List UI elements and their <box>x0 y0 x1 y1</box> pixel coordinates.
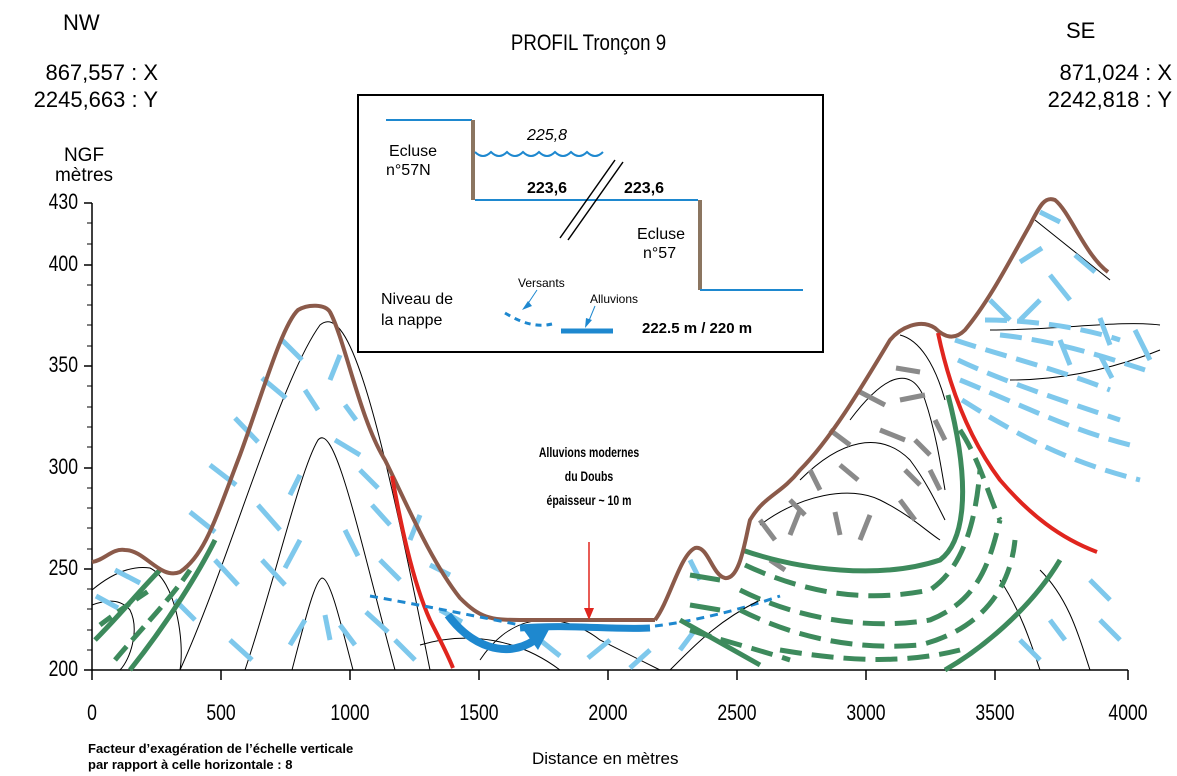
level-right-label: 223,6 <box>624 180 665 197</box>
nappe-dashed-right <box>654 594 781 628</box>
x-tick-3500: 3500 <box>975 700 1015 725</box>
left-fault-line <box>390 475 455 669</box>
nappe-values: 222.5 m / 220 m <box>642 320 753 337</box>
x-tick-3000: 3000 <box>846 700 886 725</box>
upper-water-level: 225,8 <box>527 127 568 144</box>
x-axis-label: Distance en mètres <box>532 749 679 768</box>
lock-left-label-line1: Ecluse <box>389 143 438 160</box>
se-x-coordinate: 871,024 : X <box>1059 60 1172 85</box>
y-tick-300: 300 <box>48 454 78 479</box>
x-tick-2500: 2500 <box>717 700 757 725</box>
nappe-dashed-left <box>369 594 521 627</box>
y-tick-400: 400 <box>48 251 78 276</box>
right-green-beds <box>678 394 1063 673</box>
alluvium-annotation-line1: Alluvions modernes <box>538 444 640 460</box>
y-axis <box>84 202 93 671</box>
y-tick-350: 350 <box>48 352 78 377</box>
right-hill-grey-beds <box>758 365 948 573</box>
legend-alluvions-label: Alluvions <box>590 292 639 306</box>
y-tick-250: 250 <box>48 555 78 580</box>
lock-left-label-line2: n°57N <box>386 162 431 179</box>
nw-x-coordinate: 867,557 : X <box>45 60 158 85</box>
legend-versants-label: Versants <box>518 276 565 290</box>
nappe-label-line1: Niveau de <box>381 291 454 308</box>
se-label: SE <box>1066 18 1096 43</box>
left-hill-surface <box>91 303 655 622</box>
flow-arrow <box>444 612 538 653</box>
x-tick-1000: 1000 <box>330 700 370 725</box>
x-tick-500: 500 <box>206 700 236 725</box>
nappe-label-line2: la nappe <box>381 312 443 329</box>
lock-right-label-line1: Ecluse <box>637 226 686 243</box>
alluvium-annotation-line2: du Doubs <box>564 468 614 484</box>
page-title: PROFIL Tronçon 9 <box>510 30 667 55</box>
y-axis-label-line1: NGF <box>63 145 105 166</box>
x-tick-1500: 1500 <box>459 700 499 725</box>
nw-label: NW <box>63 10 100 35</box>
se-y-coordinate: 2242,818 : Y <box>1047 87 1172 112</box>
right-fault-line <box>936 332 1098 554</box>
right-hill-blue-beds <box>988 209 1153 662</box>
nw-y-coordinate: 2245,663 : Y <box>33 87 158 112</box>
y-tick-200: 200 <box>48 656 78 681</box>
right-hill-surface <box>653 197 1110 622</box>
level-left-label: 223,6 <box>527 180 568 197</box>
y-tick-430: 430 <box>48 189 78 214</box>
x-tick-4000: 4000 <box>1108 700 1148 725</box>
pointer-arrowhead <box>584 608 594 620</box>
right-hill-dashed-blue-beds <box>954 317 1146 483</box>
x-tick-0: 0 <box>87 700 97 725</box>
x-tick-2000: 2000 <box>588 700 628 725</box>
scale-note-line1: Facteur d’exagération de l’échelle verti… <box>88 741 354 756</box>
x-axis <box>91 669 1129 680</box>
left-green-beds <box>93 538 218 672</box>
scale-note-line2: par rapport à celle horizontale : 8 <box>88 757 293 772</box>
lock-right-label-line2: n°57 <box>643 245 677 262</box>
flow-arrow-head <box>520 624 552 650</box>
alluvium-annotation-line3: épaisseur ~ 10 m <box>546 492 632 508</box>
y-axis-label-line2: mètres <box>54 165 114 186</box>
